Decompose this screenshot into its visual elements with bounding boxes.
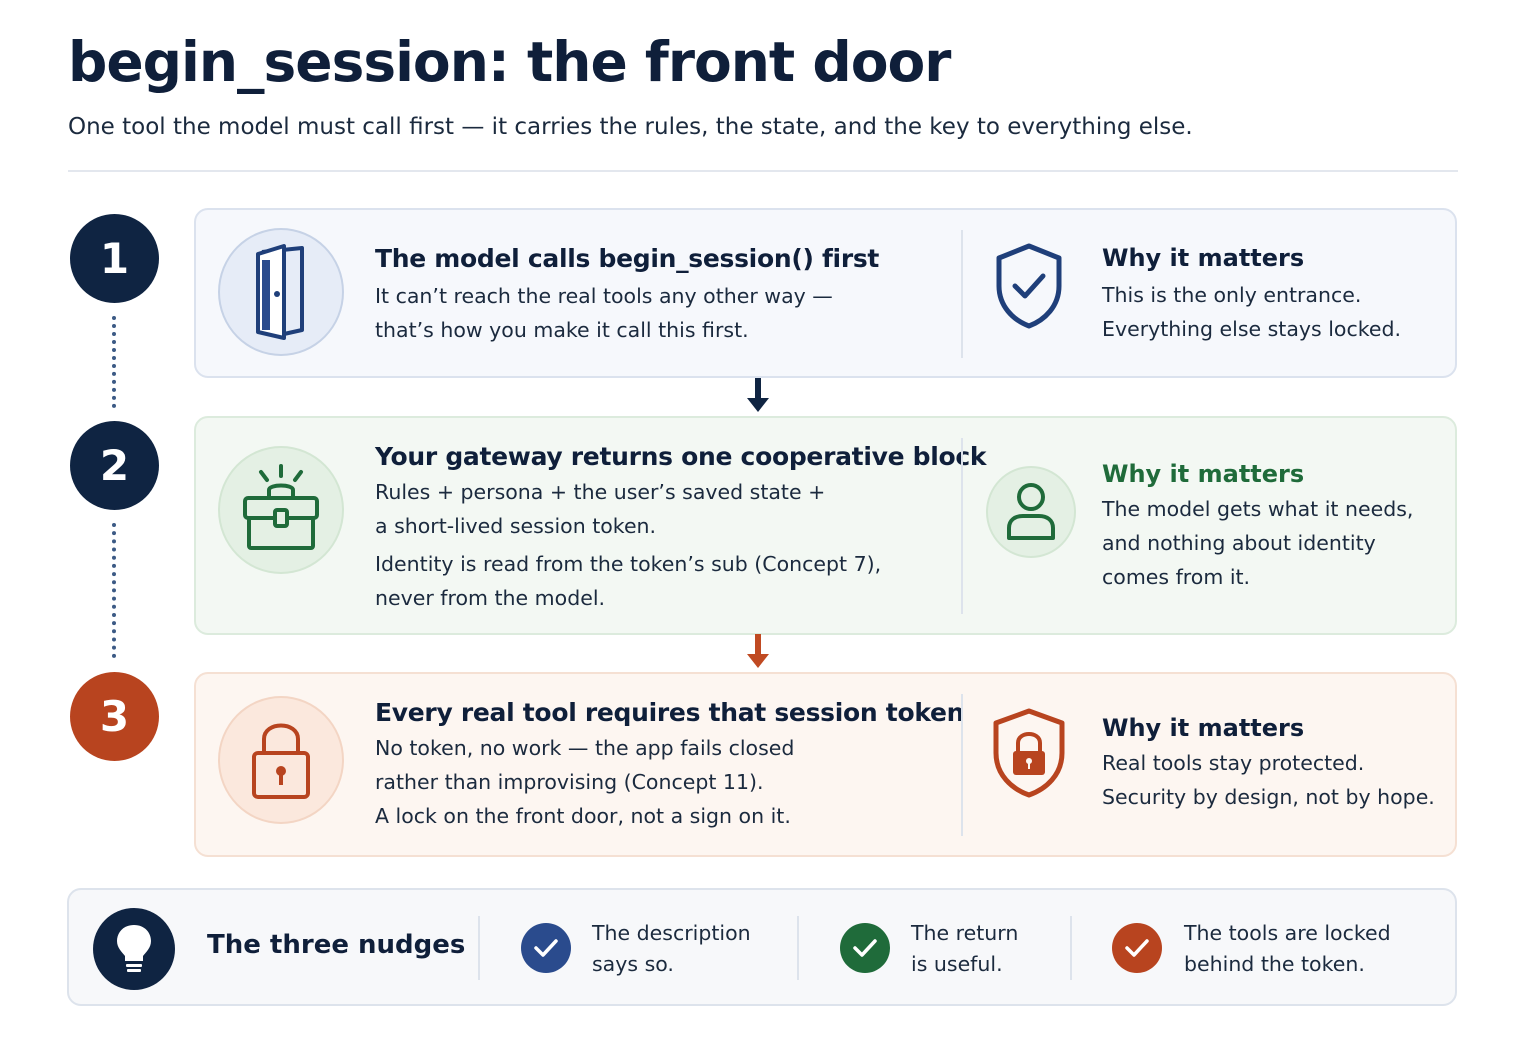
nudge-item-2-line: is useful. xyxy=(911,952,1003,976)
page-subtitle: One tool the model must call first — it … xyxy=(68,114,1193,140)
check-icon xyxy=(1112,923,1162,973)
nudge-separator xyxy=(478,916,480,980)
step-1-text: The model calls begin_session() first It… xyxy=(375,244,945,347)
step-connector-2 xyxy=(112,523,116,658)
step-2-line: Identity is read from the token’s sub (C… xyxy=(375,552,882,576)
nudge-item-1-line: says so. xyxy=(592,952,674,976)
down-arrow-icon xyxy=(747,378,769,412)
why-line: Everything else stays locked. xyxy=(1102,317,1402,341)
check-icon xyxy=(840,923,890,973)
nudge-item-3-line: The tools are locked xyxy=(1184,921,1391,945)
step-3-why: Why it matters Real tools stay protected… xyxy=(1102,714,1452,814)
why-title: Why it matters xyxy=(1102,244,1305,272)
why-line: comes from it. xyxy=(1102,565,1251,589)
user-icon xyxy=(986,466,1076,558)
why-line: This is the only entrance. xyxy=(1102,283,1362,307)
step-3-line: No token, no work — the app fails closed xyxy=(375,736,795,760)
nudges-bar: The three nudges The description says so… xyxy=(67,888,1457,1006)
nudges-title: The three nudges xyxy=(207,930,466,960)
nudge-item-1-line: The description xyxy=(592,921,751,945)
why-line: Security by design, not by hope. xyxy=(1102,785,1435,809)
nudge-separator xyxy=(1070,916,1072,980)
step-1-line: that’s how you make it call this first. xyxy=(375,318,749,342)
step-card-1: The model calls begin_session() first It… xyxy=(194,208,1457,378)
step-3-line: A lock on the front door, not a sign on … xyxy=(375,804,791,828)
step-1-title: The model calls begin_session() first xyxy=(375,244,880,273)
lightbulb-icon xyxy=(93,908,175,990)
step-connector-1 xyxy=(112,316,116,408)
nudge-item-1: The description says so. xyxy=(592,918,751,980)
why-title: Why it matters xyxy=(1102,714,1305,742)
shield-lock-icon xyxy=(986,706,1072,800)
step-number-1: 1 xyxy=(70,214,159,303)
nudge-item-3-line: behind the token. xyxy=(1184,952,1365,976)
step-card-2: Your gateway returns one cooperative blo… xyxy=(194,416,1457,635)
check-icon xyxy=(521,923,571,973)
why-title: Why it matters xyxy=(1102,460,1305,488)
padlock-icon xyxy=(218,696,344,824)
step-1-why: Why it matters This is the only entrance… xyxy=(1102,244,1452,346)
page-title: begin_session: the front door xyxy=(68,30,951,94)
step-1-line: It can’t reach the real tools any other … xyxy=(375,284,833,308)
step-3-text: Every real tool requires that session to… xyxy=(375,698,965,833)
card-separator xyxy=(961,438,963,614)
header-divider xyxy=(68,170,1458,172)
down-arrow-icon xyxy=(747,634,769,668)
shield-check-icon xyxy=(986,240,1072,332)
toolbox-icon xyxy=(218,446,344,574)
step-2-line: Rules + persona + the user’s saved state… xyxy=(375,480,826,504)
card-separator xyxy=(961,694,963,836)
step-number-3: 3 xyxy=(70,672,159,761)
step-2-title: Your gateway returns one cooperative blo… xyxy=(375,442,987,471)
nudge-separator xyxy=(797,916,799,980)
nudge-item-2: The return is useful. xyxy=(911,918,1018,980)
step-card-3: Every real tool requires that session to… xyxy=(194,672,1457,857)
why-line: Real tools stay protected. xyxy=(1102,751,1365,775)
door-icon xyxy=(218,228,344,356)
step-2-text: Your gateway returns one cooperative blo… xyxy=(375,442,987,615)
step-3-line: rather than improvising (Concept 11). xyxy=(375,770,764,794)
nudge-item-3: The tools are locked behind the token. xyxy=(1184,918,1391,980)
step-number-2: 2 xyxy=(70,421,159,510)
card-separator xyxy=(961,230,963,358)
step-2-line: a short-lived session token. xyxy=(375,514,657,538)
step-2-why: Why it matters The model gets what it ne… xyxy=(1102,460,1452,594)
why-line: and nothing about identity xyxy=(1102,531,1376,555)
step-2-line: never from the model. xyxy=(375,586,606,610)
nudge-item-2-line: The return xyxy=(911,921,1019,945)
step-3-title: Every real tool requires that session to… xyxy=(375,698,965,727)
why-line: The model gets what it needs, xyxy=(1102,497,1414,521)
